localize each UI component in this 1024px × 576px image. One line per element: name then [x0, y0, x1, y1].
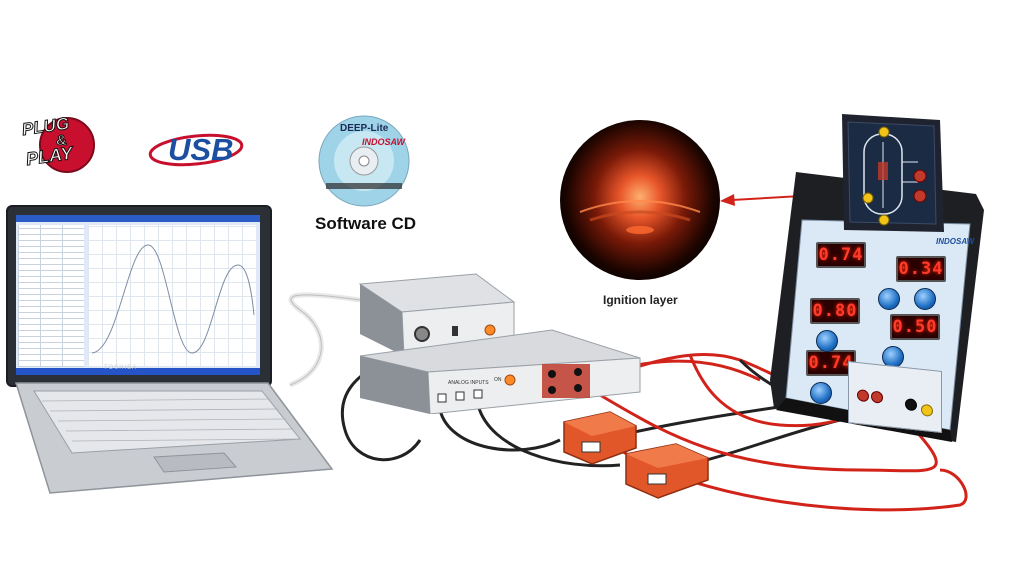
- screen-title-bar: [16, 215, 260, 222]
- analog-inputs-label: ANALOG INPUTS: [448, 380, 489, 386]
- screen-data-table: [18, 225, 84, 367]
- display-3: 0.80: [810, 298, 860, 324]
- cd-brand: INDOSAW: [362, 137, 406, 147]
- laptop-brand: TOSHIBA: [104, 365, 138, 371]
- ignition-layer-caption: Ignition layer: [603, 293, 678, 307]
- cd-title: DEEP-Lite: [340, 123, 389, 134]
- laptop: TOSHIBA: [4, 205, 334, 495]
- voltage-knob-1[interactable]: [878, 288, 900, 310]
- ignition-layer-photo: [560, 120, 720, 280]
- current-clamp-2: [625, 443, 709, 499]
- on-label: ON: [494, 377, 502, 383]
- tube-mount-body: [842, 114, 944, 232]
- display-4: 0.50: [890, 314, 940, 340]
- software-cd: DEEP-Lite INDOSAW: [318, 115, 410, 207]
- filament-knob[interactable]: [810, 382, 832, 404]
- instrument-brand: INDOSAW: [936, 237, 975, 246]
- voltage-knob-3[interactable]: [816, 330, 838, 352]
- signal-conditioner-box: [356, 272, 516, 357]
- terminal-red-2[interactable]: [871, 390, 883, 404]
- plug-and-play-icon: [39, 117, 95, 173]
- plug-and-play-badge: PLUG & PLAY: [20, 113, 102, 175]
- usb-swoosh-icon: [148, 133, 244, 167]
- thyratron-instrument: INDOSAW 0.74 0.34 0.80 0.50 0.74: [766, 160, 988, 450]
- cd-disc-icon: [318, 115, 410, 207]
- voltage-knob-2[interactable]: [914, 288, 936, 310]
- daq-box-body: [359, 329, 641, 415]
- usb-text: USB: [168, 132, 234, 167]
- laptop-keyboard-base: [14, 382, 334, 494]
- tube-mount-panel: [838, 112, 948, 236]
- usb-logo: USB: [146, 128, 246, 172]
- terminal-red-1[interactable]: [857, 389, 869, 403]
- laptop-screen[interactable]: [16, 215, 260, 375]
- terminal-yellow[interactable]: [921, 403, 933, 417]
- laptop-lid: [6, 205, 272, 387]
- terminal-strip: [848, 361, 942, 433]
- screen-waveform-icon: [91, 244, 255, 354]
- ignition-glow-icon: [579, 200, 701, 234]
- display-1: 0.74: [816, 242, 866, 268]
- screen-taskbar: [16, 368, 260, 375]
- software-cd-caption: Software CD: [315, 214, 417, 233]
- current-clamp-1: [563, 411, 637, 465]
- small-box-body: [358, 273, 516, 357]
- ampersand-text: &: [56, 132, 68, 150]
- screen-plot-area: [88, 225, 256, 367]
- display-2: 0.34: [896, 256, 946, 282]
- data-acquisition-box: ANALOG INPUTS ON: [356, 322, 642, 415]
- terminal-black[interactable]: [905, 398, 917, 412]
